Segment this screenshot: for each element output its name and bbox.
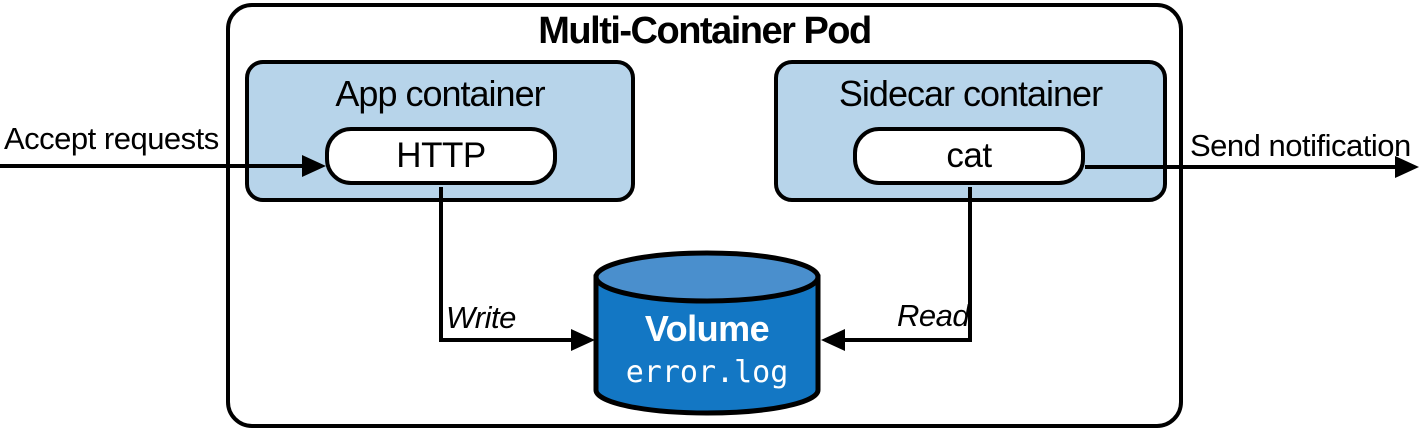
http-process-box: HTTP <box>325 127 557 185</box>
send-notification-arrow <box>1085 156 1419 178</box>
arrowhead-right-icon <box>302 155 326 177</box>
cat-process-label: cat <box>946 136 992 175</box>
write-label: Write <box>446 300 516 335</box>
pod-title: Multi-Container Pod <box>538 10 872 52</box>
app-container-label: App container <box>335 73 545 114</box>
read-arrow <box>821 187 972 351</box>
volume-label: Volume <box>644 308 770 349</box>
write-arrow <box>439 187 595 351</box>
sidecar-container-label: Sidecar container <box>838 73 1103 114</box>
cat-process-box: cat <box>853 127 1085 185</box>
cylinder-top-ellipse <box>593 250 821 304</box>
accept-requests-label: Accept requests <box>4 121 219 156</box>
volume-cylinder <box>593 250 821 416</box>
arrowhead-left-icon <box>821 329 845 351</box>
http-process-label: HTTP <box>396 136 486 175</box>
accept-requests-arrow <box>0 155 326 177</box>
volume-file-label: error.log <box>625 355 789 390</box>
send-notification-label: Send notification <box>1190 128 1411 163</box>
arrowhead-right-icon <box>1395 156 1419 178</box>
cylinder-body <box>593 274 821 416</box>
arrowhead-right-icon <box>571 329 595 351</box>
read-label: Read <box>897 298 970 333</box>
